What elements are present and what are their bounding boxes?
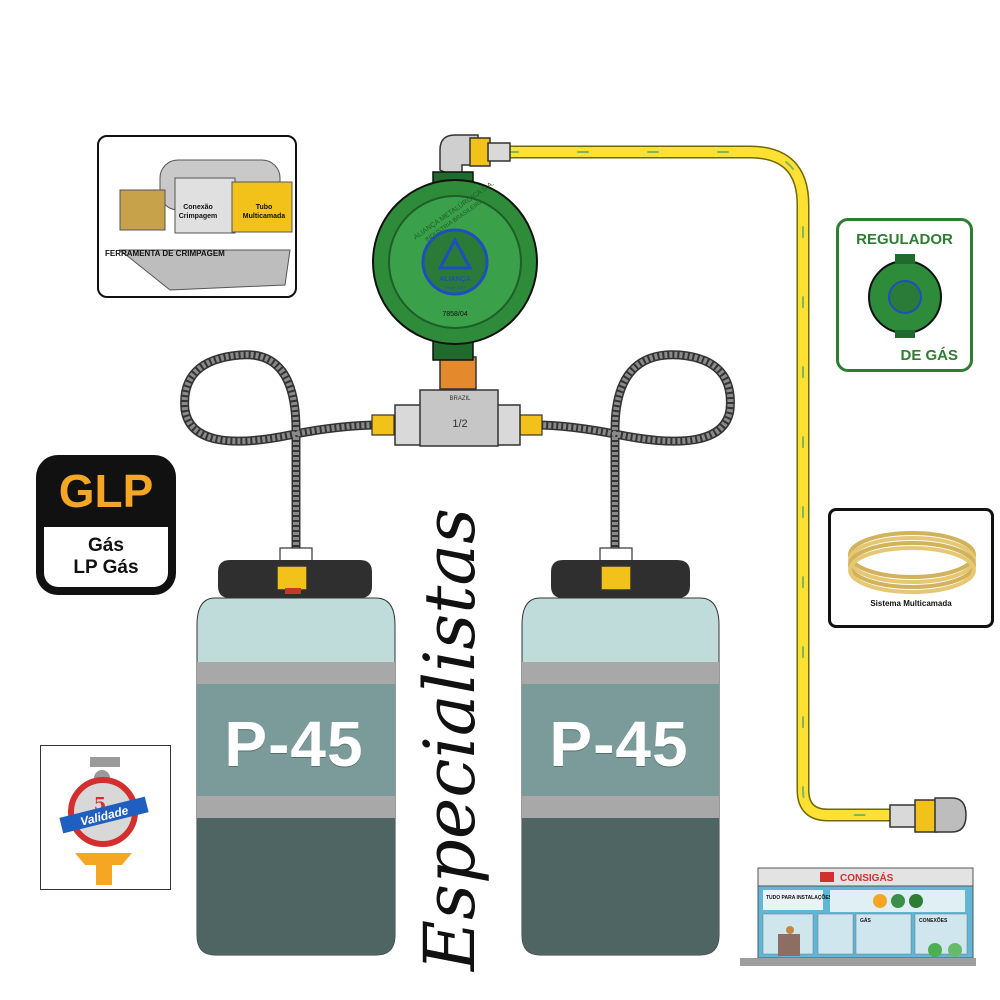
store-name: CONSIGÁS	[840, 871, 894, 884]
crimp-label-conexao-overlay: Conexão Crimpagem	[178, 204, 218, 220]
multilayer-panel: Sistema Multicamada	[828, 508, 994, 628]
glp-line1: Gás	[88, 535, 124, 556]
glp-title: GLP	[58, 465, 154, 517]
store-sign2: GÁS	[860, 917, 872, 924]
regulator-brand: ALIANÇA	[439, 276, 471, 283]
regulator-panel-title-bottom: DE GÁS	[900, 347, 958, 364]
glp-subtitle: Gás LP Gás	[44, 527, 168, 587]
gas-regulator: ALIANÇA Desde 1957 ALIANÇA METALÚRGICA S…	[372, 171, 538, 361]
glp-line2: LP Gás	[73, 557, 139, 578]
multilayer-caption: Sistema Multicamada	[870, 599, 952, 608]
store-sign1: TUDO PARA INSTALAÇÕES A GÁS	[766, 894, 850, 901]
multilayer-pipe	[501, 145, 922, 822]
glp-badge: GLP Gás LP Gás	[36, 455, 176, 595]
tee-fitting-mark: BRAZIL	[449, 396, 471, 402]
tank-right-label: P-45	[549, 708, 689, 780]
store-illustration: CONSIGÁS TUDO PARA INSTALAÇÕES A GÁS GÁS…	[740, 867, 976, 966]
multilayer-coil	[848, 531, 976, 594]
specialists-script: Especialistas	[409, 507, 491, 971]
validity-panel	[40, 745, 171, 890]
gas-tank-right	[521, 547, 720, 956]
tank-left-label: P-45	[224, 708, 364, 780]
regulator-panel-icon	[868, 254, 942, 338]
validity-badge: 5 Validade	[59, 757, 149, 885]
regulator-panel-title-top: REGULADOR	[856, 231, 953, 248]
pipe-end-fitting	[889, 797, 967, 833]
crimp-caption-overlay: FERRAMENTA DE CRIMPAGEM	[105, 249, 225, 258]
gas-tank-left	[196, 547, 396, 956]
elbow-fitting	[439, 134, 511, 182]
store-sign3: CONEXÕES	[919, 917, 948, 924]
regulator-panel: REGULADOR DE GÁS	[836, 218, 973, 372]
tee-fitting-text: 1/2	[452, 418, 467, 430]
regulator-model: 7858/04	[442, 311, 467, 318]
crimp-label-tubo-overlay: Tubo Multicamada	[242, 204, 286, 220]
regulator-since: Desde 1957	[444, 285, 466, 290]
braided-hoses	[180, 350, 735, 550]
tee-fitting: 1/2 BRAZIL	[371, 356, 543, 447]
